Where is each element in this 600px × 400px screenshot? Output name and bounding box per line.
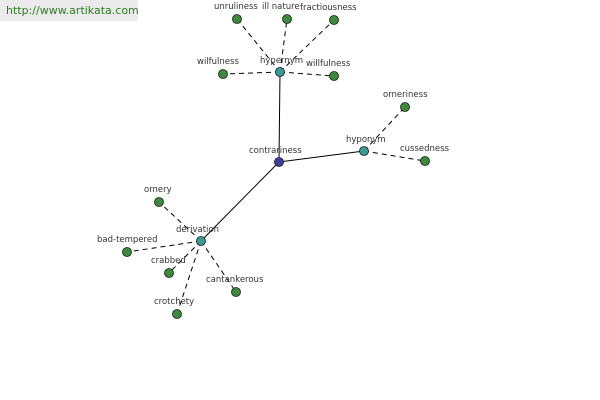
site-url-banner[interactable]: http://www.artikata.com [0,0,139,21]
word-node-crabbed[interactable]: crabbed [151,256,186,278]
word-node-dot[interactable] [122,247,132,257]
word-node-label[interactable]: crabbed [151,256,186,266]
relation-node-dot[interactable] [196,236,206,246]
center-node-contrariness[interactable]: contrariness [249,146,302,167]
site-url-text: http://www.artikata.com [6,4,139,17]
edge-cantankerous [200,240,237,293]
word-node-dot[interactable] [400,102,410,112]
edge-orneriness [363,106,406,152]
edge-wilfulness [222,71,281,75]
word-node-ornery[interactable]: ornery [144,185,172,207]
word-node-dot[interactable] [329,15,339,25]
word-node-cantankerous[interactable]: cantankerous [206,275,264,297]
edge-unruliness [236,18,281,73]
word-node-label[interactable]: wilfulness [197,57,239,67]
relation-node-dot[interactable] [359,146,369,156]
word-node-fractiousness[interactable]: fractiousness [300,3,357,25]
word-node-label[interactable]: fractiousness [300,3,357,13]
relation-node-label[interactable]: hypernym [260,56,303,66]
word-node-label[interactable]: ill nature [262,2,300,12]
edge-hyponym [278,150,365,163]
edge-fractiousness [279,19,335,73]
edge-bad-tempered [126,240,202,253]
word-node-label[interactable]: crotchety [154,297,194,307]
relation-node-hypernym[interactable]: hypernym [260,56,303,77]
relation-node-derivation[interactable]: derivation [176,225,219,246]
word-node-dot[interactable] [218,69,228,79]
word-node-label[interactable]: orneriness [383,90,428,100]
edge-willfulness [279,71,335,77]
word-node-label[interactable]: unruliness [214,2,258,12]
word-node-dot[interactable] [282,14,292,24]
word-node-unruliness[interactable]: unruliness [214,2,258,24]
word-node-willfulness[interactable]: willfulness [306,59,351,81]
word-node-dot[interactable] [164,268,174,278]
word-node-label[interactable]: bad-tempered [97,235,157,245]
word-node-dot[interactable] [172,309,182,319]
edge-crotchety [176,240,202,315]
edge-cussedness [363,150,426,162]
relation-node-dot[interactable] [275,67,285,77]
relation-node-hyponym[interactable]: hyponym [346,135,386,156]
word-node-label[interactable]: cussedness [400,144,450,154]
word-node-dot[interactable] [231,287,241,297]
word-node-label[interactable]: willfulness [306,59,351,69]
edge-ornery [158,201,202,242]
relation-node-label[interactable]: derivation [176,225,219,235]
center-node-label[interactable]: contrariness [249,146,302,156]
edge-hypernym [278,71,281,163]
word-node-label[interactable]: cantankerous [206,275,264,285]
word-node-wilfulness[interactable]: wilfulness [197,57,239,79]
word-node-bad-tempered[interactable]: bad-tempered [97,235,157,257]
word-node-orneriness[interactable]: orneriness [383,90,428,112]
word-node-dot[interactable] [329,71,339,81]
word-node-cussedness[interactable]: cussedness [400,144,450,166]
relation-node-label[interactable]: hyponym [346,135,386,145]
word-node-crotchety[interactable]: crotchety [154,297,194,319]
word-node-dot[interactable] [420,156,430,166]
edge-crabbed [168,240,202,274]
word-node-dot[interactable] [154,197,164,207]
word-node-ill-nature[interactable]: ill nature [262,2,300,24]
edge-derivation [200,161,280,242]
word-node-label[interactable]: ornery [144,185,172,195]
word-node-dot[interactable] [232,14,242,24]
center-node-dot[interactable] [274,157,284,167]
